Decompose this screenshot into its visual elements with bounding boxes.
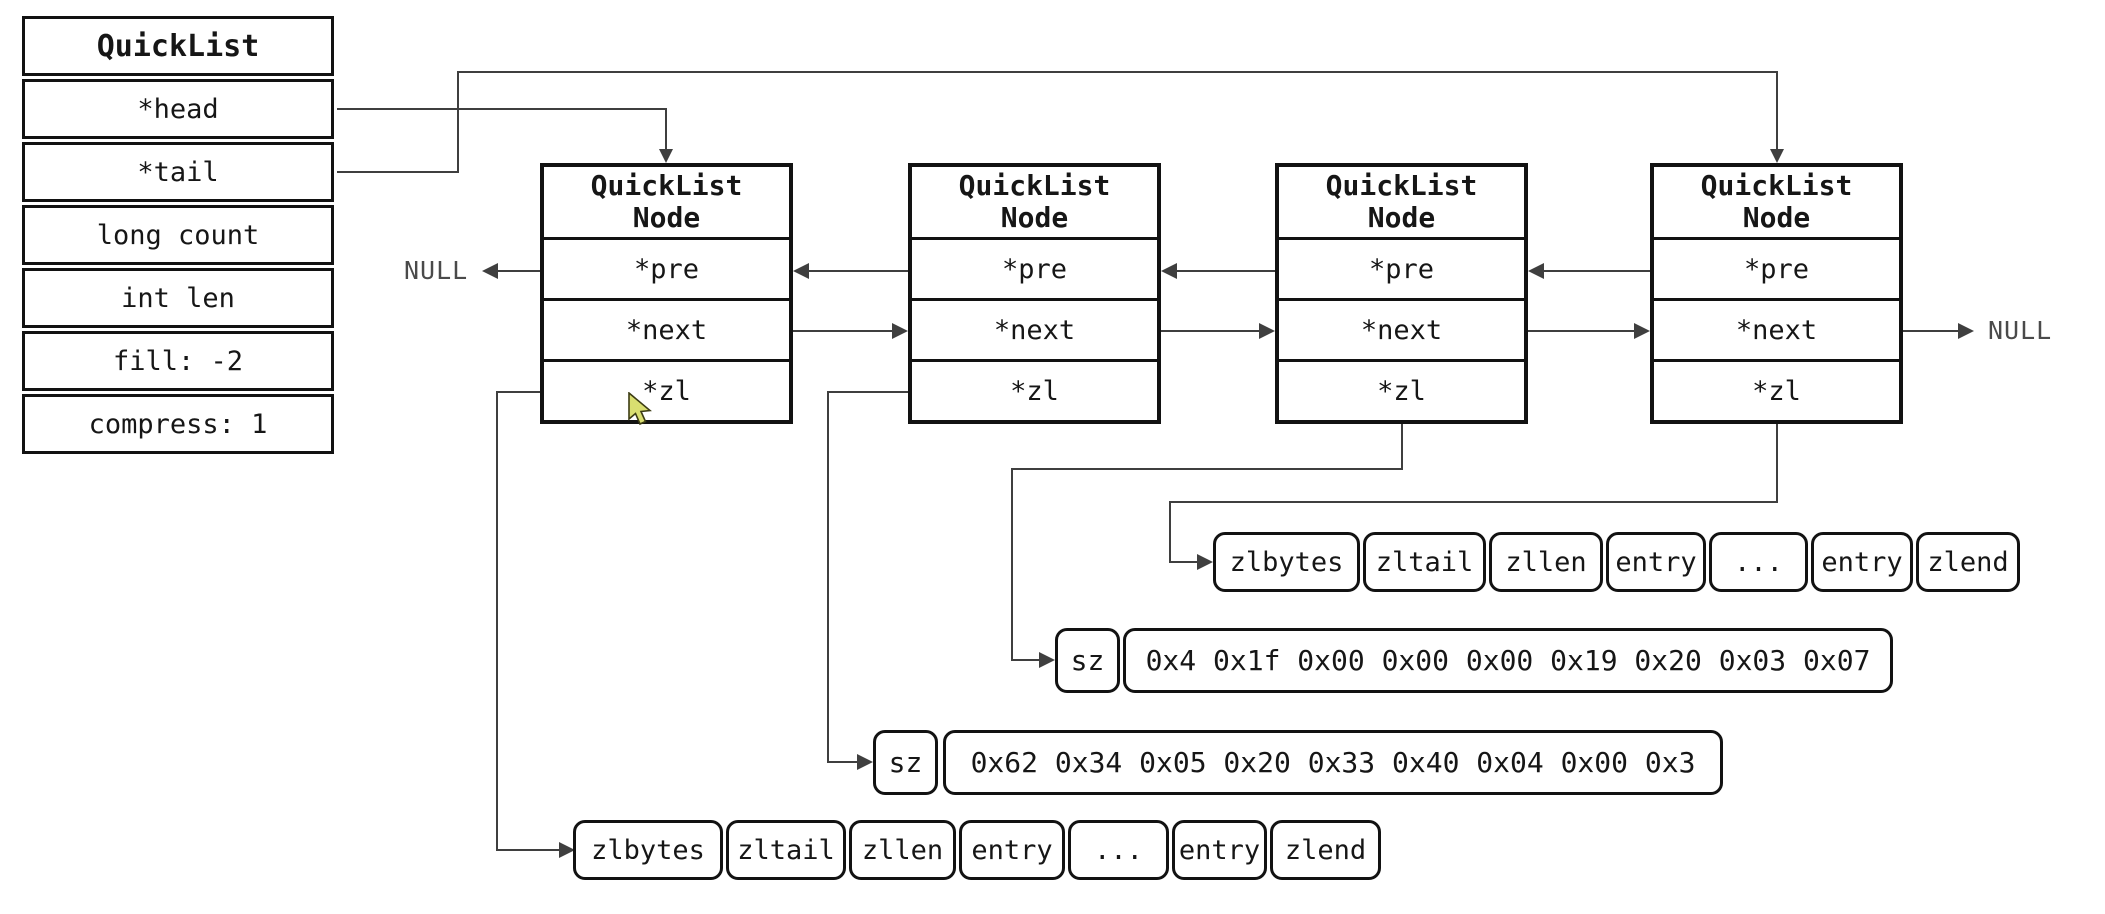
node1-next-arrow	[793, 323, 908, 339]
ziplist-top: zlbytes zltail zllen entry ... entry zle…	[1213, 532, 2020, 592]
node4-title-line1: QuickList	[1700, 169, 1853, 202]
ziplist-top-entry-2: entry	[1811, 532, 1913, 592]
node3-field-zl: *zl	[1279, 359, 1524, 420]
quicklist-node-1: QuickList Node *pre *next *zl	[540, 163, 793, 424]
node4-field-zl: *zl	[1654, 359, 1899, 420]
node4-title: QuickList Node	[1654, 167, 1899, 237]
ziplist-top-entry-1: entry	[1606, 532, 1706, 592]
node3-title: QuickList Node	[1279, 167, 1524, 237]
null-label-right: NULL	[1988, 316, 2053, 345]
node4-zl-arrow	[1169, 424, 1778, 570]
node1-pre-null-arrow	[482, 263, 540, 279]
node1-field-pre: *pre	[544, 237, 789, 298]
ziplist-top-zllen: zllen	[1489, 532, 1603, 592]
tail-to-node4-arrow	[337, 71, 1784, 173]
quicklist-title: QuickList	[22, 16, 334, 76]
node3-field-next: *next	[1279, 298, 1524, 359]
ziplist-bottom-entry-2: entry	[1172, 820, 1267, 880]
ziplist-bottom-ellipsis: ...	[1068, 820, 1169, 880]
node4-title-line2: Node	[1742, 201, 1811, 234]
ziplist-bottom-entry-1: entry	[959, 820, 1065, 880]
node2-zl-arrow	[827, 391, 908, 770]
node2-title-line1: QuickList	[958, 169, 1111, 202]
quicklist-field-compress: compress: 1	[22, 394, 334, 454]
sz-bytes-upper: 0x4 0x1f 0x00 0x00 0x00 0x19 0x20 0x03 0…	[1123, 628, 1893, 693]
node4-field-pre: *pre	[1654, 237, 1899, 298]
node2-title-line2: Node	[1000, 201, 1069, 234]
ziplist-top-zltail: zltail	[1363, 532, 1486, 592]
node3-title-line2: Node	[1367, 201, 1436, 234]
node4-pre-arrow	[1528, 263, 1650, 279]
quicklist-struct: QuickList *head *tail long count int len…	[22, 16, 334, 457]
quicklist-node-2: QuickList Node *pre *next *zl	[908, 163, 1161, 424]
sz-box-upper: sz	[1055, 628, 1120, 693]
head-to-node1-arrow	[337, 108, 673, 163]
quicklist-field-fill: fill: -2	[22, 331, 334, 391]
node3-title-line1: QuickList	[1325, 169, 1478, 202]
node2-field-pre: *pre	[912, 237, 1157, 298]
ziplist-bottom-zllen: zllen	[849, 820, 956, 880]
ziplist-top-ellipsis: ...	[1709, 532, 1808, 592]
mouse-cursor-icon	[628, 392, 652, 426]
quicklist-field-count: long count	[22, 205, 334, 265]
node3-pre-arrow	[1161, 263, 1275, 279]
ziplist-bottom-zlbytes: zlbytes	[573, 820, 723, 880]
ziplist-bottom-zlend: zlend	[1270, 820, 1381, 880]
node3-zl-arrow	[1011, 424, 1403, 668]
node2-field-next: *next	[912, 298, 1157, 359]
node1-field-zl: *zl	[544, 359, 789, 420]
ziplist-bottom: zlbytes zltail zllen entry ... entry zle…	[573, 820, 1381, 880]
null-label-left: NULL	[404, 256, 469, 285]
node4-field-next: *next	[1654, 298, 1899, 359]
quicklist-node-4: QuickList Node *pre *next *zl	[1650, 163, 1903, 424]
ziplist-top-zlend: zlend	[1916, 532, 2020, 592]
quicklist-field-len: int len	[22, 268, 334, 328]
ziplist-top-zlbytes: zlbytes	[1213, 532, 1360, 592]
ziplist-bottom-zltail: zltail	[726, 820, 846, 880]
node2-next-arrow	[1161, 323, 1275, 339]
node4-next-null-arrow	[1903, 323, 1974, 339]
quicklist-field-head: *head	[22, 79, 334, 139]
sz-bytes-lower: 0x62 0x34 0x05 0x20 0x33 0x40 0x04 0x00 …	[943, 730, 1723, 795]
node1-title: QuickList Node	[544, 167, 789, 237]
sz-box-lower: sz	[873, 730, 938, 795]
node2-title: QuickList Node	[912, 167, 1157, 237]
node3-next-arrow	[1528, 323, 1650, 339]
node1-zl-arrow	[496, 391, 575, 858]
node2-pre-arrow	[793, 263, 908, 279]
node3-field-pre: *pre	[1279, 237, 1524, 298]
node2-field-zl: *zl	[912, 359, 1157, 420]
quicklist-field-tail: *tail	[22, 142, 334, 202]
node1-field-next: *next	[544, 298, 789, 359]
node1-title-line2: Node	[632, 201, 701, 234]
node1-title-line1: QuickList	[590, 169, 743, 202]
quicklist-node-3: QuickList Node *pre *next *zl	[1275, 163, 1528, 424]
